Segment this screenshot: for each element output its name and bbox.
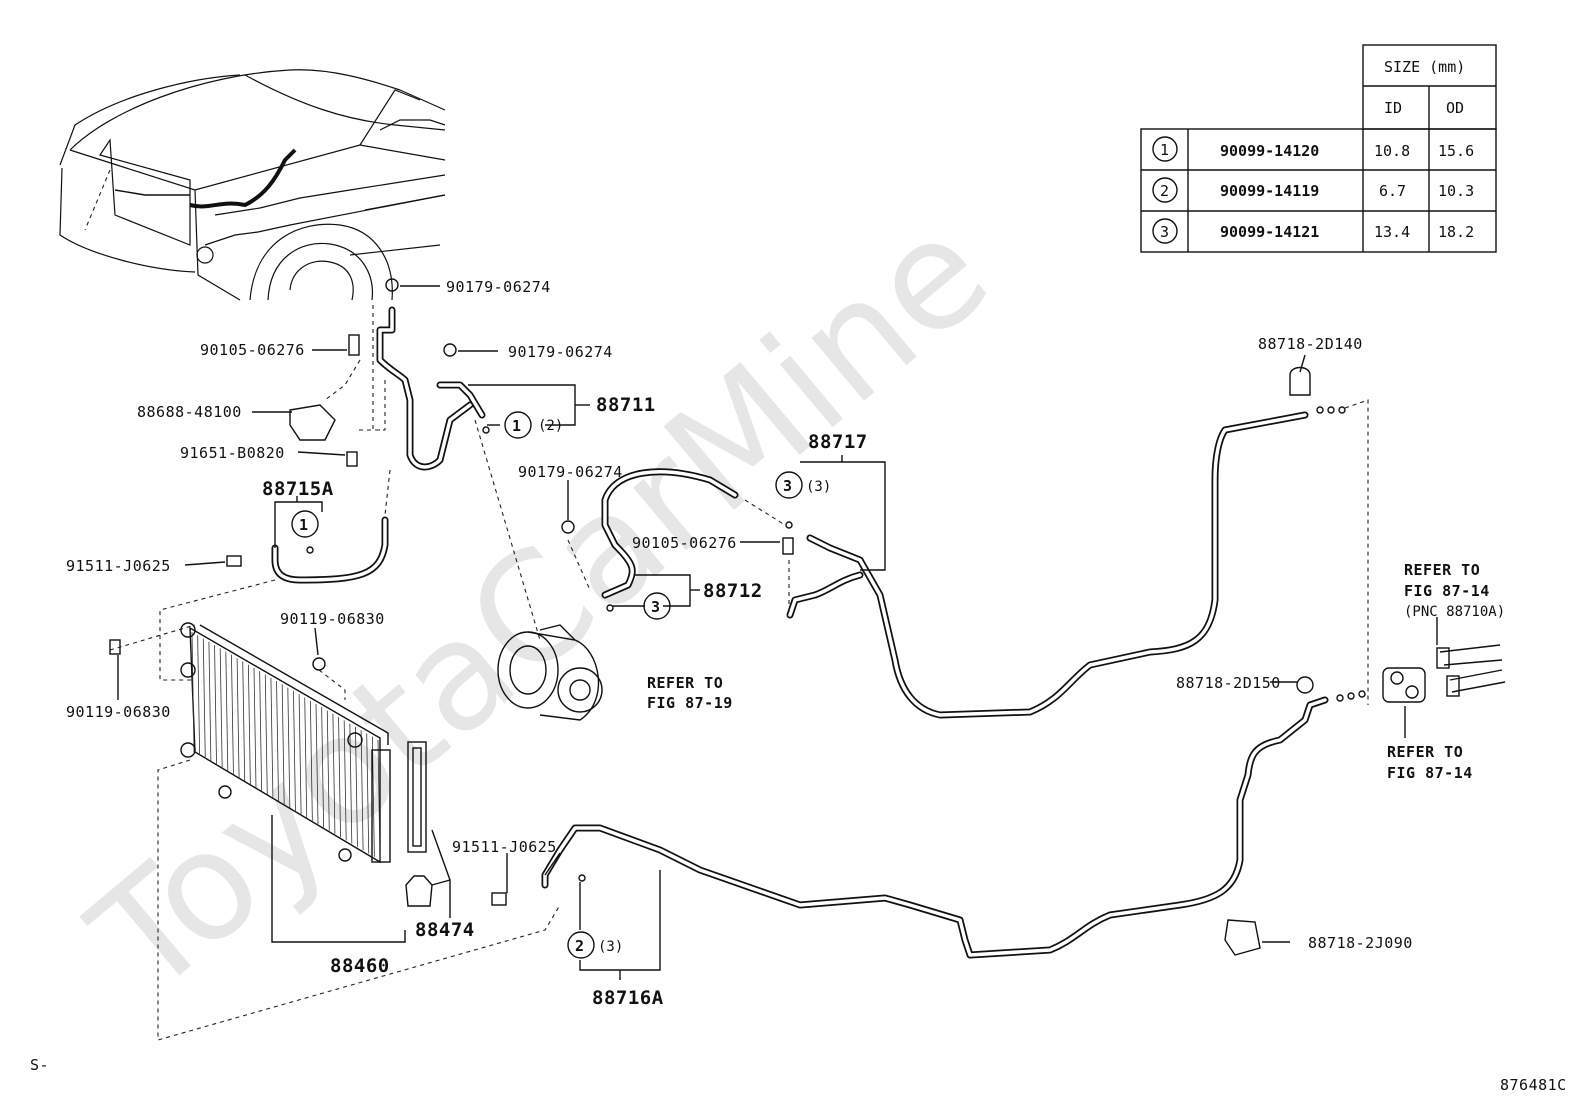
row-od: 18.2 xyxy=(1438,223,1474,241)
row-part: 90099-14121 xyxy=(1220,223,1319,241)
svg-text:2: 2 xyxy=(575,937,585,955)
nut-icon xyxy=(443,343,457,357)
cap-icon xyxy=(1296,676,1314,694)
part-label: 90105-06276 xyxy=(632,534,737,552)
part-label: 88718-2D140 xyxy=(1258,335,1363,353)
part-label: 88474 xyxy=(415,919,475,941)
parts xyxy=(109,278,1506,956)
condenser-icon xyxy=(180,622,391,864)
part-label: 91651-B0820 xyxy=(180,444,285,462)
row-od: 15.6 xyxy=(1438,142,1474,160)
part-label: 88688-48100 xyxy=(137,403,242,421)
nut-icon xyxy=(312,657,326,671)
clip-icon xyxy=(1224,919,1261,956)
circle-marks: 1 1 3 3 2 xyxy=(291,411,803,959)
refer-text: FIG 87-14 xyxy=(1404,582,1490,600)
row-part: 90099-14119 xyxy=(1220,182,1319,200)
part-note: (3) xyxy=(598,939,623,955)
mark-3-badge: 3 xyxy=(643,592,671,620)
svg-text:3: 3 xyxy=(651,598,661,616)
mark-1-badge: 1 xyxy=(504,411,532,439)
table-row: 1 90099-14120 10.8 15.6 xyxy=(1152,136,1474,162)
col-od-header: OD xyxy=(1446,99,1464,117)
size-table: SIZE (mm) ID OD 1 90099-14120 10.8 15.6 … xyxy=(1140,44,1497,253)
leader-lines xyxy=(117,285,1438,980)
row-mark: 3 xyxy=(1160,223,1169,241)
part-label: 88717 xyxy=(808,431,868,453)
corner-marker: S- xyxy=(30,1056,49,1074)
cap-icon xyxy=(1289,366,1311,396)
row-part: 90099-14120 xyxy=(1220,142,1319,160)
row-id: 13.4 xyxy=(1374,223,1410,241)
refer-text: FIG 87-19 xyxy=(647,694,733,712)
size-header: SIZE (mm) xyxy=(1384,58,1465,76)
part-label: 88460 xyxy=(330,955,390,977)
table-row: 2 90099-14119 6.7 10.3 xyxy=(1152,177,1474,203)
bolt-icon xyxy=(346,451,358,467)
row-mark: 1 xyxy=(1160,141,1169,159)
vehicle-illustration xyxy=(59,69,446,301)
bolt-icon xyxy=(348,334,360,356)
firewall-fitting-icon xyxy=(1382,644,1506,703)
compressor-icon xyxy=(497,624,603,721)
bolt-icon xyxy=(491,892,507,906)
receiver-icon xyxy=(405,741,433,907)
bolt-icon xyxy=(226,555,242,567)
mark-3-badge: 3 xyxy=(775,471,803,499)
part-label: 88711 xyxy=(596,394,656,416)
refer-text: FIG 87-14 xyxy=(1387,764,1473,782)
part-label: 90119-06830 xyxy=(280,610,385,628)
refer-text: REFER TO xyxy=(647,674,723,692)
part-label: 91511-J0625 xyxy=(452,838,557,856)
mark-2-badge: 2 xyxy=(567,931,595,959)
part-label: 90179-06274 xyxy=(446,278,551,296)
bracket-icon xyxy=(289,404,336,441)
bolt-icon xyxy=(782,537,794,555)
part-label: 88715A xyxy=(262,478,334,500)
refer-text: REFER TO xyxy=(1387,743,1463,761)
nut-icon xyxy=(385,278,399,292)
nut-icon xyxy=(561,520,575,534)
part-label: 90179-06274 xyxy=(508,343,613,361)
refer-text: REFER TO xyxy=(1404,561,1480,579)
part-label: 88718-2D150 xyxy=(1176,674,1281,692)
figure-id: 876481C xyxy=(1500,1076,1567,1094)
guide-lines xyxy=(109,305,1369,1041)
pipes xyxy=(271,306,1329,959)
table-row: 3 90099-14121 13.4 18.2 xyxy=(1152,218,1474,244)
refer-text: (PNC 88710A) xyxy=(1404,604,1505,620)
part-label: 88718-2J090 xyxy=(1308,934,1413,952)
part-note: (3) xyxy=(806,479,831,495)
part-label: 90105-06276 xyxy=(200,341,305,359)
part-label: 88716A xyxy=(592,987,664,1009)
part-label: 90119-06830 xyxy=(66,703,171,721)
row-id: 10.8 xyxy=(1374,142,1410,160)
mark-1-badge: 1 xyxy=(291,510,319,538)
part-label: 90179-06274 xyxy=(518,463,623,481)
row-mark: 2 xyxy=(1160,182,1169,200)
part-label: 88712 xyxy=(703,580,763,602)
svg-text:1: 1 xyxy=(299,516,309,534)
row-id: 6.7 xyxy=(1379,182,1406,200)
col-id-header: ID xyxy=(1384,99,1402,117)
part-label: 91511-J0625 xyxy=(66,557,171,575)
part-labels: 90179-06274 90105-06276 90179-06274 8868… xyxy=(66,278,1505,1009)
part-note: (2) xyxy=(538,418,563,434)
row-od: 10.3 xyxy=(1438,182,1474,200)
svg-text:3: 3 xyxy=(783,477,793,495)
svg-text:1: 1 xyxy=(512,417,522,435)
